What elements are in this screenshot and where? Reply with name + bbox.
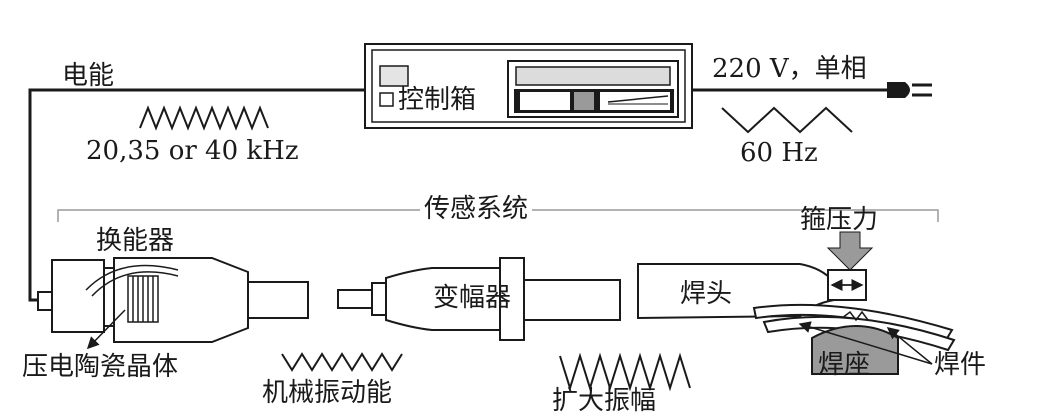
transducer (37, 257, 309, 350)
booster (337, 257, 621, 341)
amplified-label: 扩大振幅 (552, 386, 657, 416)
pressure-arrow (826, 231, 874, 271)
power-label: 电能 (62, 61, 115, 91)
control-box (364, 43, 693, 129)
piezo-crystal-label: 压电陶瓷晶体 (22, 352, 179, 382)
power-wire (28, 88, 365, 302)
weld-zone (841, 310, 869, 322)
pressure-label: 箍压力 (800, 205, 879, 235)
workpiece-pointer-1 (886, 327, 933, 365)
amplified-wave (559, 352, 691, 392)
booster-label: 变幅器 (433, 283, 512, 313)
power-plug-icon (887, 82, 932, 98)
lf-wave (721, 106, 853, 134)
supply-label: 220 V，单相 (712, 54, 867, 84)
workpiece-upper (752, 303, 954, 342)
mech-wave (281, 352, 403, 372)
workpiece-label: 焊件 (934, 350, 987, 380)
sensing-system-label: 传感系统 (420, 196, 533, 222)
freq-out-label: 20,35 or 40 kHz (86, 136, 299, 166)
horn-label: 焊头 (680, 279, 733, 309)
freq-in-label: 60 Hz (740, 138, 818, 168)
transducer-label: 换能器 (96, 226, 175, 256)
horn-tip (827, 269, 867, 301)
mech-vibration-label: 机械振动能 (262, 378, 393, 408)
control-box-label: 控制箱 (398, 85, 477, 115)
anvil-label: 焊座 (818, 350, 871, 380)
workpiece-pointer-2 (798, 321, 933, 365)
hf-wave (139, 105, 269, 131)
